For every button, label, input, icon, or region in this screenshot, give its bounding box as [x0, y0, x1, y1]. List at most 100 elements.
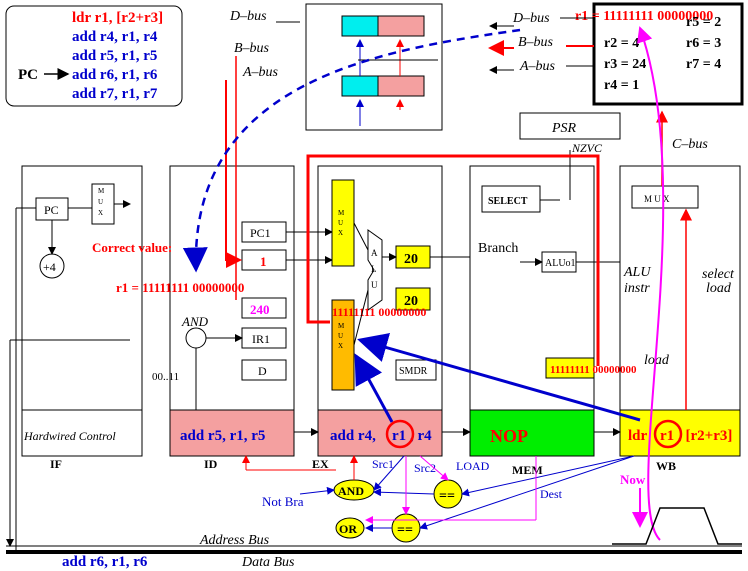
id-instr-box [169, 409, 295, 457]
dest-label: Dest [540, 487, 563, 501]
d-register-label: D [258, 364, 267, 378]
branch-label: Branch [478, 241, 518, 256]
select-load-label-1: select [702, 267, 735, 282]
d-bus-label-left: D–bus [229, 9, 267, 24]
regfile-cyan-1 [341, 15, 379, 37]
aluo-value: 11111111 00000000 [550, 364, 637, 376]
a-bus-label-left: A–bus [242, 65, 279, 80]
reg-r6: r6 = 3 [686, 36, 721, 51]
ex-bottom-mux-x: X [338, 342, 343, 350]
ex-top-mux-u: U [338, 219, 343, 227]
reg-r3: r3 = 24 [604, 57, 646, 72]
not-bra-label: Not Bra [262, 494, 304, 509]
ex-instr-pre: add r4, [330, 428, 376, 444]
ex-instr-reg: r1 [392, 428, 406, 444]
select-load-label-2: load [706, 281, 732, 296]
d-register [241, 359, 287, 381]
forward-value: 11111111 00000000 [332, 305, 426, 319]
aluo1-label: ALUo1 [545, 258, 576, 269]
compare-src2-label: == [439, 489, 455, 504]
b-bus-label-right: B–bus [518, 35, 554, 50]
ex-top-mux-x: X [338, 229, 343, 237]
hardwired-label: Hardwired Control [23, 429, 116, 443]
psr-box [519, 112, 621, 140]
load-signal-label: LOAD [456, 459, 490, 473]
stage-if-label: IF [50, 457, 62, 471]
wb-dest-highlight [653, 419, 683, 449]
forward-arrow-ex [354, 353, 394, 423]
select-label: SELECT [488, 196, 528, 207]
if-mux-u: U [98, 198, 103, 206]
program-line-2: add r4, r1, r4 [72, 29, 158, 45]
correct-value-label: Correct value: [92, 240, 172, 255]
d-bus-label-right: D–bus [512, 11, 550, 26]
alu-shape [367, 229, 383, 311]
regfile-pink-2 [377, 75, 425, 97]
id-instr: add r5, r1, r5 [180, 428, 265, 444]
wb-instr-reg: r1 [660, 428, 674, 444]
ex-val-20b-box [395, 287, 431, 311]
forward-arrow-wb [357, 332, 641, 422]
smdr-register [395, 359, 437, 381]
forwarding-path [306, 154, 600, 366]
smdr-label: SMDR [399, 366, 428, 377]
now-label: Now [620, 472, 646, 487]
reg-r7: r7 = 4 [686, 57, 721, 72]
alu-a: A [371, 248, 378, 258]
psr-label: PSR [551, 121, 577, 136]
alu-instr-label-1: ALU [623, 265, 651, 280]
correct-value-dashed-arrow [182, 28, 521, 273]
v240-register [241, 297, 287, 319]
writeback-magenta-arrow [637, 26, 665, 541]
ex-top-mux-m: M [338, 209, 345, 217]
program-box [5, 5, 183, 107]
compare-src1-label: == [397, 523, 413, 538]
pc-adder-label: +4 [43, 260, 56, 274]
reg-r1: r1 = 11111111 00000000 [575, 9, 713, 24]
nzvc-label: NZVC [571, 141, 603, 155]
b-bus-label-left: B–bus [234, 41, 270, 56]
ex-instr-post: , r4 [410, 428, 432, 444]
program-line-3: add r5, r1, r5 [72, 48, 157, 64]
load-label: load [644, 353, 670, 368]
wb-mux [631, 185, 699, 209]
reg-r5: r5 = 2 [686, 15, 721, 30]
reg-r2: r2 = 4 [604, 36, 639, 51]
correct-r1-label: r1 = 11111111 00000000 [116, 280, 244, 295]
ex-bottom-mux-m: M [338, 322, 345, 330]
register-file [592, 2, 744, 106]
stage-wb-label: WB [656, 459, 676, 473]
if-mux-m: M [98, 187, 105, 195]
hazard-and-label: AND [338, 484, 364, 498]
ex-bottom-mux-u: U [338, 332, 343, 340]
ir1-label: IR1 [252, 332, 270, 346]
src2-label: Src2 [414, 461, 436, 475]
data-bus-instr: add r6, r1, r6 [62, 554, 148, 570]
pc1-label: PC1 [250, 226, 271, 240]
bits-label: 00..11 [152, 371, 179, 383]
c-bus-label: C–bus [672, 137, 708, 152]
alu-u: U [371, 280, 378, 290]
stage-mem-label: MEM [512, 463, 543, 477]
select-box [481, 185, 541, 213]
wb-instr-post: , [r2+r3] [678, 428, 732, 444]
wb-instr-pre: ldr [628, 428, 648, 444]
regfile-cyan-2 [341, 75, 379, 97]
program-line-4: add r6, r1, r6 [72, 67, 158, 83]
ex-val-20a: 20 [404, 252, 418, 267]
ex-val-20b: 20 [404, 294, 418, 309]
alu-instr-label-2: instr [624, 281, 650, 296]
reg-r4: r4 = 1 [604, 78, 639, 93]
clock-waveform [612, 507, 742, 545]
a-bus-label-right: A–bus [519, 59, 556, 74]
aluo-value-box [545, 357, 595, 379]
mem-instr-box [469, 409, 595, 457]
program-pc-label: PC [18, 67, 38, 83]
hazard-or-label: OR [339, 522, 357, 536]
pc-register-label: PC [44, 203, 59, 217]
v240-label: 240 [250, 302, 270, 317]
hardwired-control [21, 409, 143, 457]
wb-mux-label: M U X [644, 194, 670, 204]
